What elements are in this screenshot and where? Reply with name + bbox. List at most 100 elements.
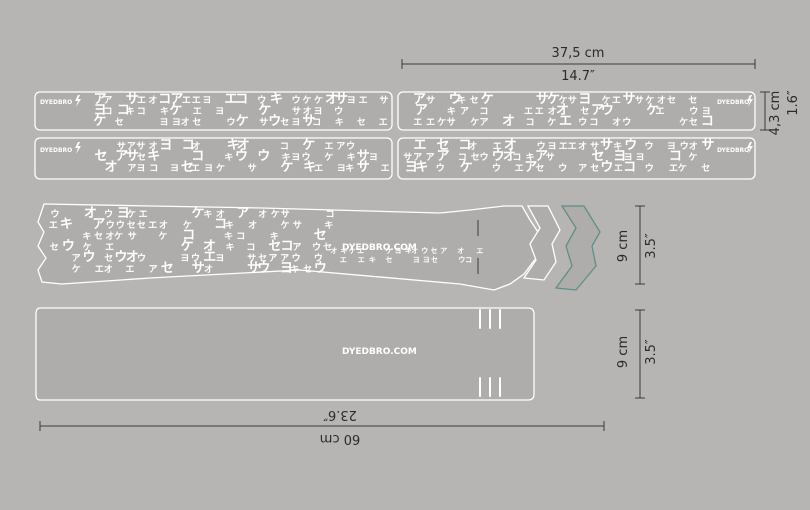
pattern-glyph: ヨ <box>202 96 211 106</box>
pattern-glyph: エ <box>49 221 58 231</box>
pattern-glyph: ヨ <box>337 164 346 174</box>
pattern-glyph: ケ <box>72 264 81 275</box>
middle-height-cm-label: 9 cm <box>616 230 631 262</box>
pattern-glyph: ウ <box>104 209 113 220</box>
pattern-glyph: オ <box>204 264 213 275</box>
pattern-glyph: ア <box>72 253 81 264</box>
pattern-glyph: ウ <box>601 103 614 118</box>
pattern-glyph: ケ <box>302 95 311 106</box>
brand-label-strip-2: DYEDBRO <box>40 147 72 154</box>
pattern-glyph: エ <box>614 164 623 174</box>
pattern-glyph: コ <box>669 149 682 164</box>
pattern-glyph: オ <box>104 160 117 175</box>
pattern-glyph: ウ <box>421 246 428 255</box>
pattern-glyph: ア <box>437 149 450 164</box>
pattern-glyph: サ <box>357 160 370 175</box>
pattern-glyph: ウ <box>346 141 355 152</box>
pattern-glyph: セ <box>688 95 697 106</box>
pattern-glyph: ア <box>479 117 488 128</box>
pattern-glyph: サ <box>568 95 577 106</box>
pattern-glyph: ケ <box>349 247 356 255</box>
pattern-glyph: サ <box>247 253 256 264</box>
pattern-glyph: ウ <box>600 160 613 175</box>
pattern-glyph: ケ <box>236 114 249 129</box>
pattern-glyph: セ <box>535 163 544 174</box>
pattern-glyph: ア <box>591 103 604 118</box>
pattern-glyph: オ <box>657 95 666 106</box>
pattern-glyph: ヨ <box>635 153 644 163</box>
pattern-glyph: セ <box>50 242 59 253</box>
pattern-glyph: ヨ <box>548 142 557 152</box>
pattern-glyph: オ <box>84 206 97 221</box>
pattern-glyph: ア <box>535 149 548 164</box>
pattern-glyph: コ <box>326 210 335 220</box>
pattern-glyph: ア <box>524 160 537 175</box>
pattern-glyph: ヨ <box>624 153 633 163</box>
pattern-glyph: ヨ <box>423 256 430 264</box>
pattern-glyph: セ <box>280 117 289 128</box>
pattern-glyph: ウ <box>312 242 321 253</box>
pattern-glyph: エ <box>414 138 427 153</box>
pattern-glyph: ヨ <box>291 153 300 163</box>
pattern-glyph: セ <box>137 152 146 163</box>
pattern-glyph: ケ <box>646 103 659 118</box>
pattern-glyph: サ <box>302 114 315 129</box>
pattern-glyph: キ <box>82 231 91 242</box>
pattern-glyph: コ <box>103 107 112 117</box>
top-strip-1 <box>34 91 393 131</box>
pattern-glyph: キ <box>341 247 348 255</box>
pattern-glyph: キ <box>405 247 412 255</box>
top-width-in-label: 14.7″ <box>561 69 595 84</box>
pattern-glyph: ウ <box>436 163 445 174</box>
pattern-glyph: ウ <box>257 95 266 106</box>
pattern-glyph: キ <box>457 95 466 106</box>
pattern-glyph: キ <box>526 152 535 163</box>
pattern-glyph: オ <box>203 239 216 254</box>
pattern-glyph: ウ <box>106 220 115 231</box>
pattern-glyph: ケ <box>280 160 293 175</box>
pattern-glyph: コ <box>182 228 195 243</box>
pattern-glyph: ケ <box>559 95 568 106</box>
pattern-glyph: エ <box>193 107 202 117</box>
pattern-glyph: エ <box>413 118 422 128</box>
pattern-glyph: サ <box>426 95 435 106</box>
pattern-glyph: ウ <box>624 138 637 153</box>
pattern-glyph: エ <box>225 92 238 107</box>
pattern-glyph: コ <box>512 153 521 163</box>
pattern-glyph: オ <box>468 141 477 152</box>
lightning-bolt-icon <box>75 95 81 107</box>
chevron-pieces <box>522 205 601 291</box>
pattern-glyph: ア <box>336 141 345 152</box>
brand-domain-bottom: DYEDBRO.COM <box>342 347 417 357</box>
pattern-glyph: セ <box>181 160 194 175</box>
pattern-glyph: オ <box>258 209 267 220</box>
pattern-glyph: ケ <box>302 138 315 153</box>
pattern-glyph: キ <box>226 242 235 253</box>
pattern-glyph: コ <box>182 138 195 153</box>
pattern-glyph: サ <box>590 141 599 152</box>
pattern-glyph: キ <box>415 160 428 175</box>
pattern-glyph: ア <box>415 103 428 118</box>
pattern-glyph: ア <box>460 106 469 117</box>
top-strip-2 <box>34 137 393 180</box>
pattern-glyph: コ <box>149 164 158 174</box>
pattern-glyph: エ <box>524 107 533 117</box>
pattern-glyph: エ <box>95 265 104 275</box>
top-width-dimension: 37,5 cm 14.7″ <box>401 46 756 84</box>
pattern-glyph: ウ <box>62 239 75 254</box>
pattern-glyph: キ <box>303 160 316 175</box>
pattern-glyph: キ <box>60 217 73 232</box>
pattern-glyph: サ <box>447 117 456 128</box>
pattern-glyph: ウ <box>314 261 327 276</box>
pattern-glyph: ア <box>94 92 107 107</box>
pattern-glyph: ウ <box>492 149 505 164</box>
pattern-glyph: コ <box>312 118 321 128</box>
pattern-glyph: ウ <box>137 253 146 264</box>
pattern-glyph: サ <box>635 95 644 106</box>
pattern-glyph: セ <box>667 95 676 106</box>
pattern-glyph: ア <box>127 163 136 174</box>
bottom-panel-outline <box>35 307 535 401</box>
pattern-glyph: ア <box>127 141 136 152</box>
pattern-glyph: オ <box>504 138 517 153</box>
pattern-glyph: サ <box>247 261 260 276</box>
